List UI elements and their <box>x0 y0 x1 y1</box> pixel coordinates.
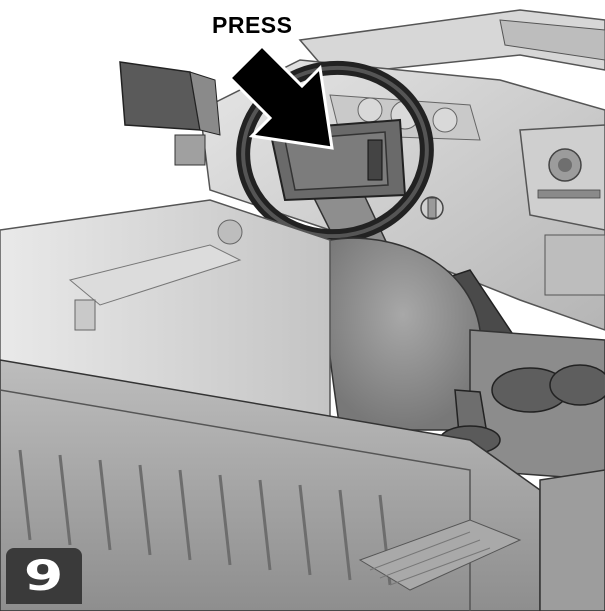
side-mirror <box>119 61 221 166</box>
cupholder-console <box>469 329 605 481</box>
ignition-key <box>420 196 444 220</box>
arrow-down-right-icon <box>227 43 334 150</box>
step-number-badge: 9 <box>6 548 82 604</box>
center-console-panel <box>519 124 605 296</box>
step-number: 9 <box>24 551 64 600</box>
press-callout-label: PRESS <box>212 12 293 38</box>
steering-wheel <box>236 60 434 244</box>
right-body-panel <box>539 469 605 611</box>
roll-bar <box>298 9 605 76</box>
